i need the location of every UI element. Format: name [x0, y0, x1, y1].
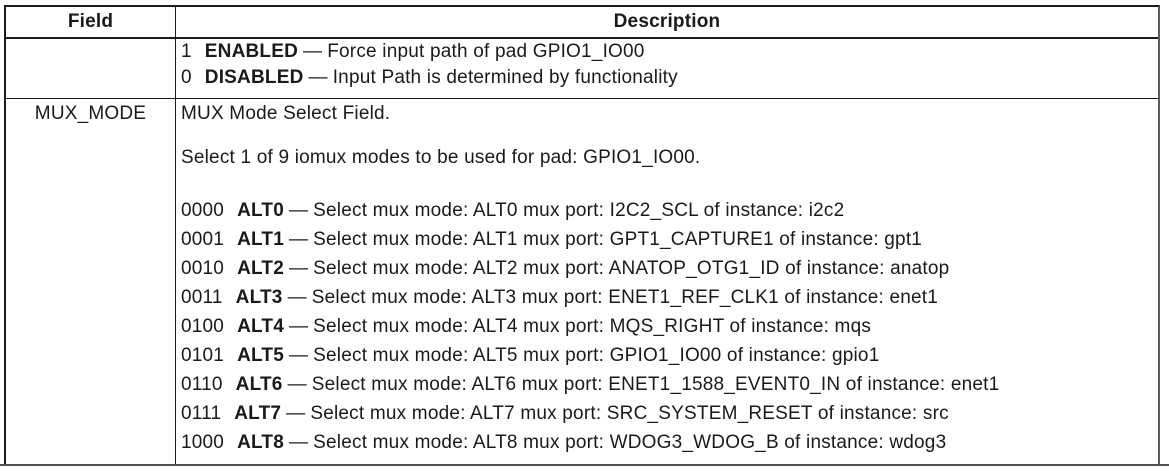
value-code: 0011 [181, 287, 223, 308]
description-intro: MUX Mode Select Field. [181, 103, 391, 124]
value-line: 0000 ALT0—Select mux mode: ALT0 mux port:… [181, 196, 1158, 225]
value-line: 0011 ALT3—Select mux mode: ALT3 mux port:… [181, 283, 1158, 312]
value-line: 0010 ALT2—Select mux mode: ALT2 mux port:… [181, 254, 1158, 283]
value-term: ALT7 [234, 403, 282, 424]
table-header-row: Field Description [6, 7, 1158, 39]
value-term: ENABLED [204, 41, 299, 62]
value-description: Force input path of pad GPIO1_IO00 [327, 41, 645, 62]
em-dash: — [287, 374, 307, 395]
value-code: 0100 [181, 316, 225, 337]
value-line: 1000 ALT8—Select mux mode: ALT8 mux port:… [181, 428, 1158, 457]
value-line: 0 DISABLED—Input Path is determined by fu… [181, 65, 1158, 91]
em-dash: — [288, 200, 309, 221]
description-intro: Select 1 of 9 iomux modes to be used for… [181, 147, 701, 168]
value-code: 1000 [181, 432, 225, 453]
value-term: ALT0 [237, 200, 284, 221]
value-description: Select mux mode: ALT1 mux port: GPT1_CAP… [313, 229, 923, 250]
value-description: Select mux mode: ALT2 mux port: ANATOP_O… [313, 258, 950, 279]
em-dash: — [288, 229, 309, 250]
value-description: Select mux mode: ALT7 mux port: SRC_SYST… [310, 403, 949, 424]
table-row: MUX_MODE MUX Mode Select Field. Select 1… [6, 99, 1158, 464]
value-code: 0101 [181, 345, 225, 366]
em-dash: — [303, 41, 323, 62]
value-description: Select mux mode: ALT5 mux port: GPIO1_IO… [313, 345, 880, 366]
field-column-header: Field [6, 7, 176, 37]
value-term: ALT2 [237, 258, 284, 279]
value-description: Select mux mode: ALT0 mux port: I2C2_SCL… [313, 200, 845, 221]
value-code: 0001 [181, 229, 225, 250]
field-name-cell: MUX_MODE [6, 99, 176, 464]
value-term: ALT8 [237, 432, 284, 453]
field-name-cell [6, 39, 176, 98]
value-description: Select mux mode: ALT4 mux port: MQS_RIGH… [313, 316, 872, 337]
value-term: ALT5 [237, 345, 284, 366]
value-line: 1 ENABLED—Force input path of pad GPIO1_I… [181, 39, 1158, 65]
description-cell: MUX Mode Select Field. Select 1 of 9 iom… [176, 99, 1158, 464]
value-code: 0000 [181, 200, 225, 221]
value-code: 0 [181, 67, 192, 88]
value-line: 0111 ALT7—Select mux mode: ALT7 mux port:… [181, 399, 1158, 428]
value-description: Select mux mode: ALT8 mux port: WDOG3_WD… [313, 432, 947, 453]
value-term: ALT4 [237, 316, 284, 337]
table-bottom-rule [0, 464, 1169, 466]
em-dash: — [286, 403, 306, 424]
value-description: Select mux mode: ALT3 mux port: ENET1_RE… [311, 287, 938, 308]
value-description: Select mux mode: ALT6 mux port: ENET1_15… [311, 374, 1000, 395]
value-line: 0100 ALT4—Select mux mode: ALT4 mux port:… [181, 312, 1158, 341]
value-term: DISABLED [204, 67, 304, 88]
value-code: 0111 [181, 403, 222, 424]
value-code: 0110 [181, 374, 223, 395]
em-dash: — [308, 67, 328, 88]
em-dash: — [288, 316, 309, 337]
em-dash: — [288, 432, 309, 453]
value-code: 1 [181, 41, 192, 62]
value-term: ALT6 [235, 374, 283, 395]
em-dash: — [287, 287, 307, 308]
description-column-header: Description [613, 11, 721, 32]
value-term: ALT3 [235, 287, 283, 308]
em-dash: — [288, 258, 309, 279]
value-code: 0010 [181, 258, 225, 279]
value-term: ALT1 [237, 229, 284, 250]
em-dash: — [288, 345, 309, 366]
value-line: 0101 ALT5—Select mux mode: ALT5 mux port:… [181, 341, 1158, 370]
value-description: Input Path is determined by functionalit… [332, 67, 678, 88]
value-line: 0001 ALT1—Select mux mode: ALT1 mux port:… [181, 225, 1158, 254]
value-line: 0110 ALT6—Select mux mode: ALT6 mux port:… [181, 370, 1158, 399]
